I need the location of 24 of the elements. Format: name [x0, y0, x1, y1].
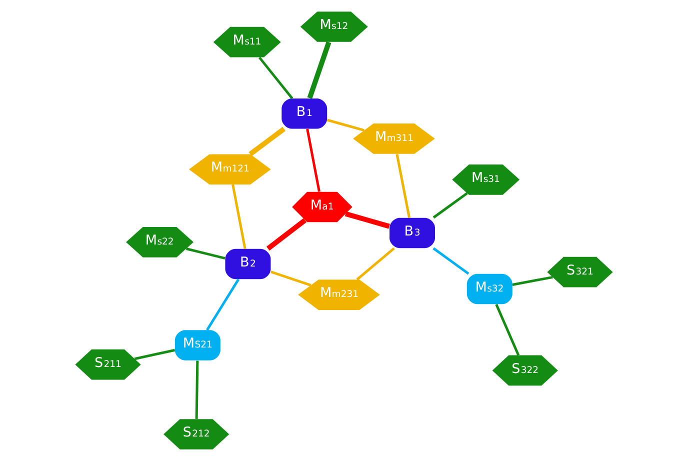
connector — [344, 211, 390, 229]
connector — [266, 218, 306, 251]
connector — [306, 128, 320, 192]
connector — [512, 276, 553, 286]
connector — [232, 184, 246, 250]
connector — [396, 154, 411, 218]
node-box: MS21 — [174, 330, 220, 360]
connector — [307, 41, 332, 99]
node-box: B1 — [282, 98, 328, 129]
connector — [356, 247, 395, 280]
connector — [258, 56, 294, 100]
node-box: Ms32 — [466, 274, 512, 304]
node-box: B2 — [225, 248, 271, 280]
connector — [195, 360, 199, 419]
node-box: B3 — [390, 218, 435, 248]
connector — [270, 270, 312, 286]
connector — [326, 118, 364, 132]
connector — [495, 304, 520, 356]
connector — [432, 192, 468, 219]
connector — [186, 248, 226, 260]
connector — [248, 126, 286, 156]
connector — [206, 278, 240, 331]
connector — [432, 247, 470, 275]
connector — [134, 348, 176, 360]
